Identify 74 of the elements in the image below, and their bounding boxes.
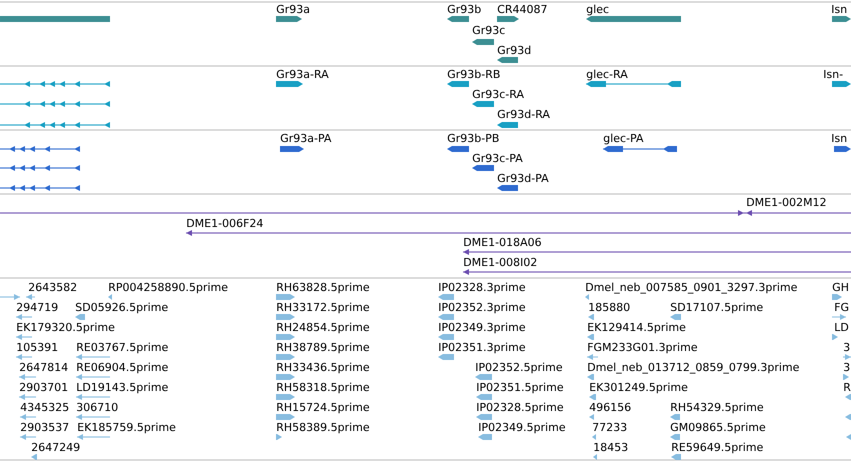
feature-label: LD (835, 322, 848, 331)
feature-label: RE03767.5prime (77, 342, 168, 354)
feature-label: 105391 (17, 342, 58, 352)
feature-label: Isn (832, 4, 846, 14)
feature-label: 306710 (77, 402, 118, 412)
feature-label: Dmel_neb_013712_0859_0799.3prime (588, 362, 799, 374)
feature-label: EK179320.5prime (17, 322, 114, 334)
feature-label: Gr93d (498, 46, 530, 54)
feature-label: Dmel_neb_007585_0901_3297.3prime (586, 282, 797, 294)
feature-label: 2647249 (32, 442, 80, 452)
feature-label: 294719 (17, 302, 58, 312)
feature-label: RH58318.5prime (277, 382, 370, 394)
feature-label: Isn (832, 134, 846, 142)
feature-label: R (844, 382, 851, 391)
feature-label: 2647814 (20, 362, 68, 372)
feature-label: IP02352.5prime (476, 362, 562, 374)
feature-label: Gr93c (472, 26, 505, 34)
feature-label: RH54329.5prime (671, 402, 764, 414)
feature-label: Gr93b (448, 4, 481, 14)
feature-label: glec (586, 4, 608, 16)
feature-label: 3 (844, 342, 850, 352)
feature-label: FGM233G01.3prime (588, 342, 697, 354)
feature-label: 185880 (589, 302, 630, 312)
feature-label: EK301249.5prime (590, 382, 688, 394)
feature-label: Gr93b-RB (448, 70, 500, 78)
feature-label: Gr93d-RA (498, 110, 550, 118)
feature-label: 496156 (590, 402, 630, 412)
feature-label: Gr93d-PA (498, 174, 549, 182)
feature-label: Gr93b-PB (448, 134, 499, 142)
feature-label: Gr93a (276, 4, 309, 14)
feature-label: IP02351.5prime (477, 382, 563, 394)
feature-label: 2903701 (20, 382, 68, 392)
feature-label: Isn- (824, 70, 843, 78)
feature-label: 18453 (594, 442, 628, 452)
feature-label: DME1-018A06 (464, 238, 541, 246)
feature-label: GM09865.5prime (670, 422, 766, 434)
feature-label: glec-RA (586, 70, 628, 80)
feature-label: RP004258890.5prime (109, 282, 228, 294)
feature-label: SD05926.5prime (76, 302, 168, 314)
feature-label: RE06904.5prime (77, 362, 168, 374)
feature-label: RH33436.5prime (277, 362, 370, 374)
feature-label: RH15724.5prime (277, 402, 370, 414)
feature-label: EK129414.5prime (588, 322, 686, 334)
feature-label: Gr93c-PA (472, 154, 523, 162)
feature-label: 3 (844, 362, 850, 372)
feature-label: GH (832, 282, 848, 292)
feature-label: Gr93a-PA (280, 134, 332, 142)
feature-label: DME1-006F24 (187, 218, 263, 228)
feature-label: CR44087 (498, 4, 547, 14)
feature-label: DME1-002M12 (747, 198, 826, 206)
feature-label: RH24854.5prime (277, 322, 370, 334)
feature-label: Gr93c-RA (472, 90, 524, 98)
feature-label: IP02351.3prime (439, 342, 526, 354)
feature-label: IP02328.3prime (439, 282, 526, 294)
feature-label: 2903537 (21, 422, 68, 432)
feature-label: EK185759.5prime (78, 422, 176, 434)
feature-label: FG (835, 302, 848, 312)
feature-label: LD19143.5prime (77, 382, 168, 394)
feature-label: 2643582 (29, 282, 76, 292)
feature-label: glec-PA (604, 134, 644, 144)
feature-label: Gr93a-RA (276, 70, 329, 78)
feature-label: RH33172.5prime (277, 302, 370, 314)
feature-label: 77233 (593, 422, 626, 432)
feature-label: RH58389.5prime (277, 422, 370, 434)
feature-label: IP02352.3prime (439, 302, 526, 314)
feature-label: RE59649.5prime (672, 442, 763, 454)
feature-label: SD17107.5prime (670, 302, 763, 314)
feature-label: DME1-008I02 (464, 258, 536, 266)
feature-label: RH63828.5prime (277, 282, 370, 294)
feature-label: 4345325 (20, 402, 68, 412)
feature-label: IP02349.5prime (479, 422, 566, 434)
feature-label: IP02328.5prime (477, 402, 563, 414)
feature-label: IP02349.3prime (439, 322, 526, 334)
feature-label: RH38789.5prime (277, 342, 370, 354)
